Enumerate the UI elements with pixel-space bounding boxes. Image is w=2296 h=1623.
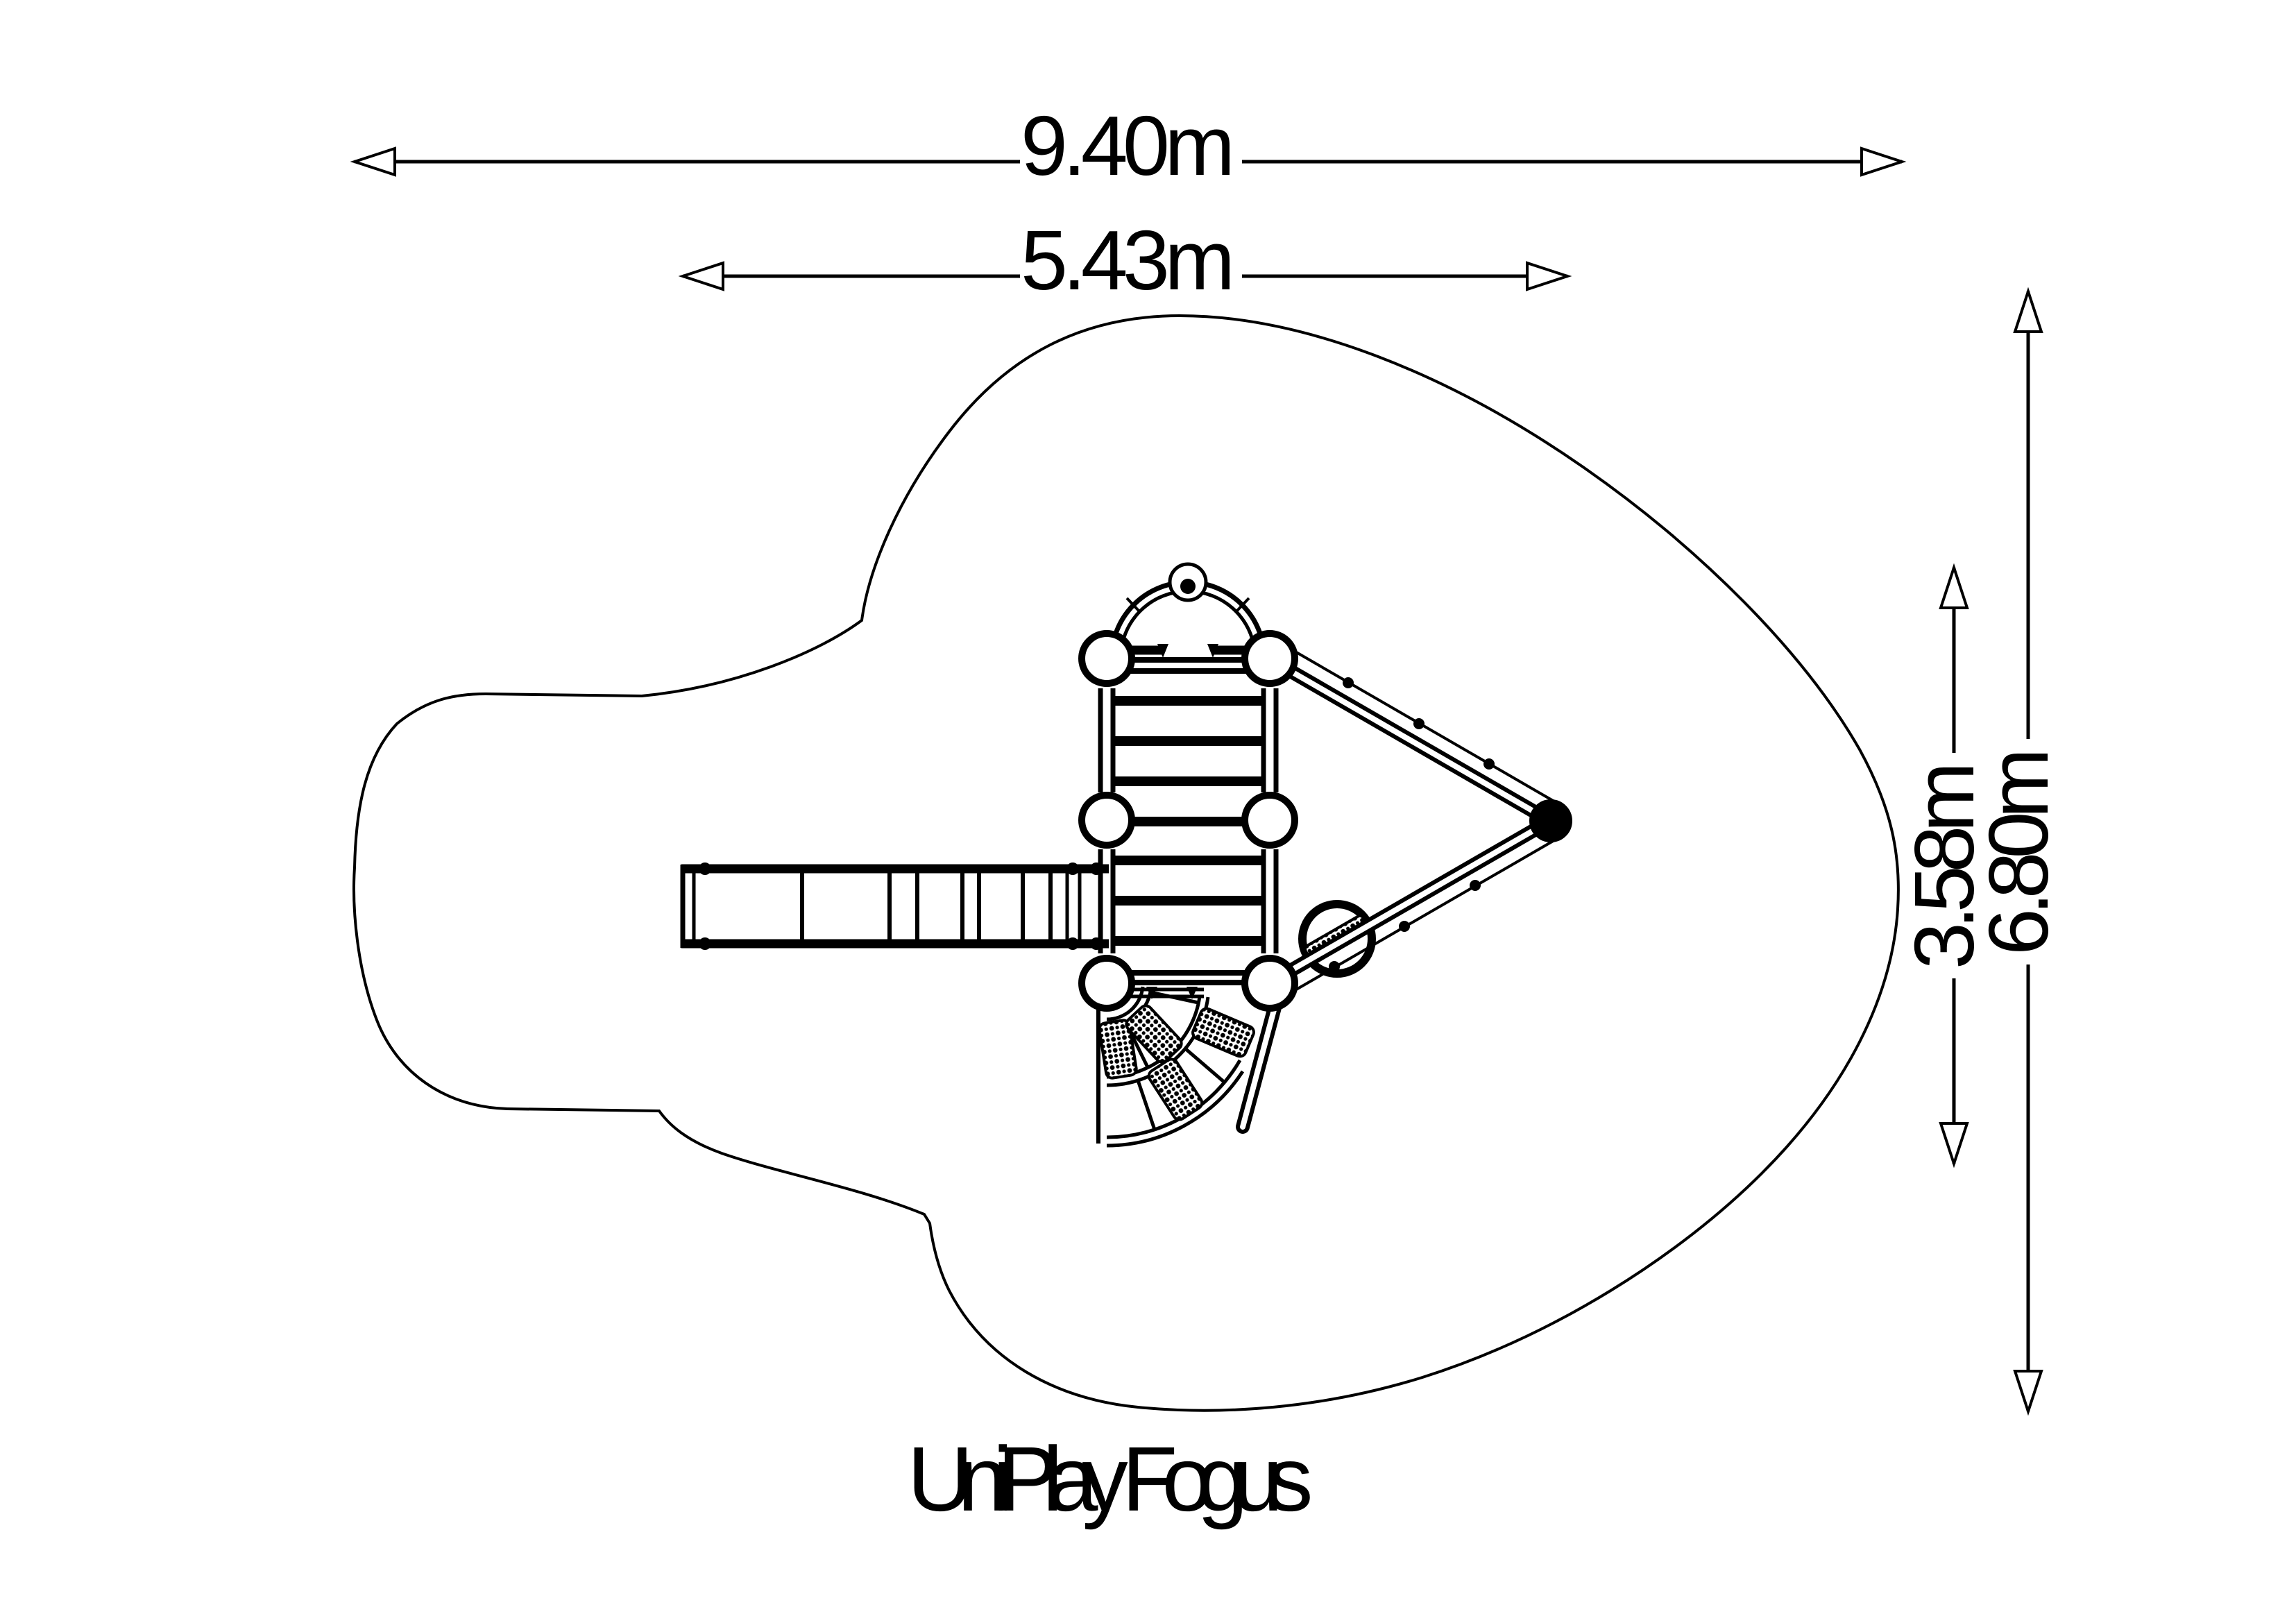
ring-element xyxy=(1298,900,1376,978)
stair-tread xyxy=(1191,1007,1255,1058)
arch-joint-tick xyxy=(1125,597,1140,612)
dim-arrow-right xyxy=(1860,146,1907,177)
apex-post xyxy=(1529,799,1572,842)
arch-roof xyxy=(1109,562,1267,659)
stair-tread xyxy=(1098,1019,1138,1080)
slide xyxy=(680,863,1109,950)
stair-tread xyxy=(1147,1057,1204,1121)
net-edge-line xyxy=(1278,836,1561,1001)
dim-arrow-left xyxy=(678,261,724,291)
dim-label-equipment-width: 5.43m xyxy=(1021,213,1236,307)
dimension-equipment-height: 3.58m xyxy=(1897,563,1991,1169)
dimension-total-width: 9.40m xyxy=(350,99,1907,193)
dimension-total-height: 6.80m xyxy=(1971,287,2066,1416)
dimension-equipment-width: 5.43m xyxy=(678,213,1572,307)
drawing-title: UniPlay Fogus xyxy=(908,1428,1313,1530)
dim-arrow-up xyxy=(2013,287,2043,333)
support-posts xyxy=(1078,630,1298,1012)
dim-arrow-up xyxy=(1939,563,1969,609)
safety-area-outline xyxy=(352,314,1900,1412)
dim-label-total-height: 6.80m xyxy=(1971,747,2066,955)
climbing-net xyxy=(1264,641,1572,1001)
dim-label-total-width: 9.40m xyxy=(1021,99,1236,193)
dim-arrow-down xyxy=(1939,1122,1969,1169)
dim-label-equipment-height: 3.58m xyxy=(1897,761,1991,969)
dim-arrow-left xyxy=(350,146,396,177)
dim-arrow-right xyxy=(1526,261,1572,291)
arch-joint-tick xyxy=(1236,597,1250,612)
spiral-staircase xyxy=(1096,986,1282,1148)
dim-arrow-down xyxy=(2013,1370,2043,1416)
stair-tread xyxy=(1125,1004,1183,1064)
